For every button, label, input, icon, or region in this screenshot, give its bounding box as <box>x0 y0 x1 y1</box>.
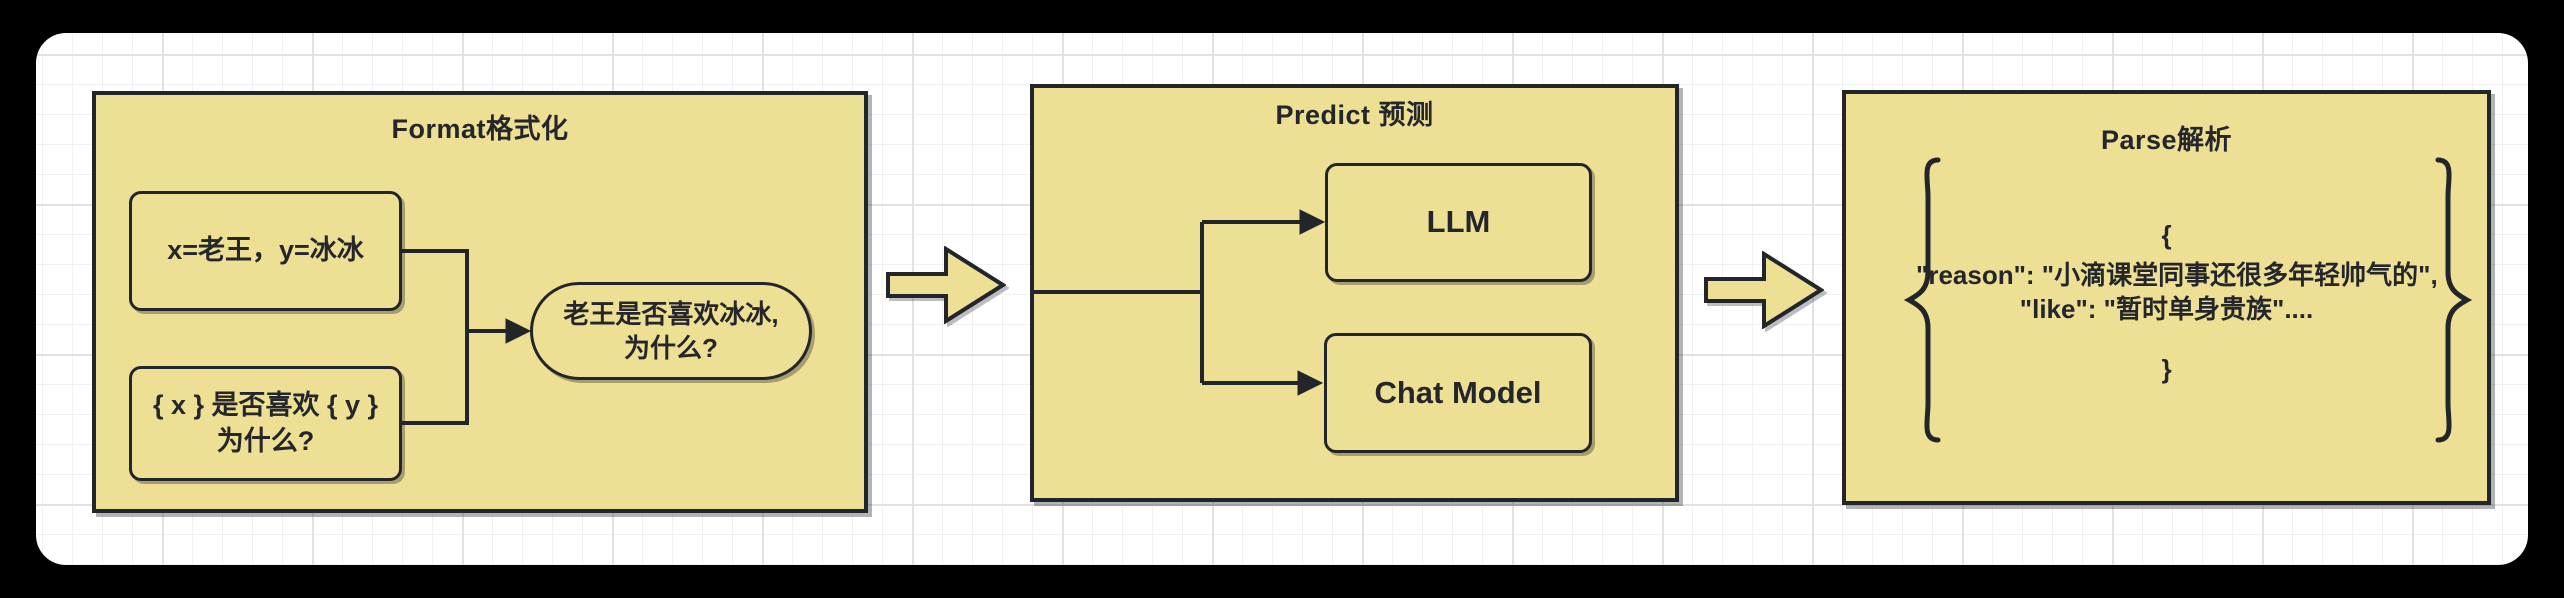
curly-brace-right-icon <box>2435 157 2473 443</box>
flow-arrow-icon <box>1704 251 1824 329</box>
arrowhead-icon <box>1299 209 1326 235</box>
json-like-line: "like": "暂时单身贵族".... <box>2019 294 2314 324</box>
formatted-prompt-pill: 老王是否喜欢冰冰, 为什么? <box>530 282 812 380</box>
json-reason-line: "reason": "小滴课堂同事还很多年轻帅气的", <box>1916 260 2438 290</box>
input-values-text: x=老王，y=冰冰 <box>167 235 364 266</box>
arrowhead-icon <box>505 318 532 344</box>
json-close-line: } <box>2161 354 2172 384</box>
stage-format-panel: Format格式化 x=老王，y=冰冰 { x } 是否喜欢 { y } 为什么… <box>92 91 868 513</box>
chat-model-text: Chat Model <box>1374 374 1542 410</box>
llm-box: LLM <box>1325 163 1592 282</box>
stage-parse-title: Parse解析 <box>2100 125 2233 155</box>
prompt-text-line1: 老王是否喜欢冰冰, <box>563 298 779 329</box>
prompt-text-line2: 为什么? <box>624 333 718 363</box>
stage-predict-panel: Predict 预测 LLM Chat Model <box>1030 84 1679 502</box>
json-output-text: { "reason": "小滴课堂同事还很多年轻帅气的", "like": "暂… <box>1916 218 2438 386</box>
input-values-box: x=老王，y=冰冰 <box>129 191 402 311</box>
json-open-line: { <box>2161 220 2172 250</box>
stage-format-title: Format格式化 <box>391 114 569 144</box>
stage-predict-title: Predict 预测 <box>1275 100 1434 130</box>
template-text-line1: { x } 是否喜欢 { y } <box>152 389 379 420</box>
chat-model-box: Chat Model <box>1324 333 1592 453</box>
flow-arrow-icon <box>886 246 1006 324</box>
llm-text: LLM <box>1426 204 1491 240</box>
arrowhead-icon <box>1297 370 1324 396</box>
stage-parse-panel: Parse解析 { "reason": "小滴课堂同事还很多年轻帅气的", "l… <box>1842 90 2491 505</box>
template-text-line2: 为什么? <box>216 425 315 456</box>
template-box: { x } 是否喜欢 { y } 为什么? <box>129 366 402 481</box>
